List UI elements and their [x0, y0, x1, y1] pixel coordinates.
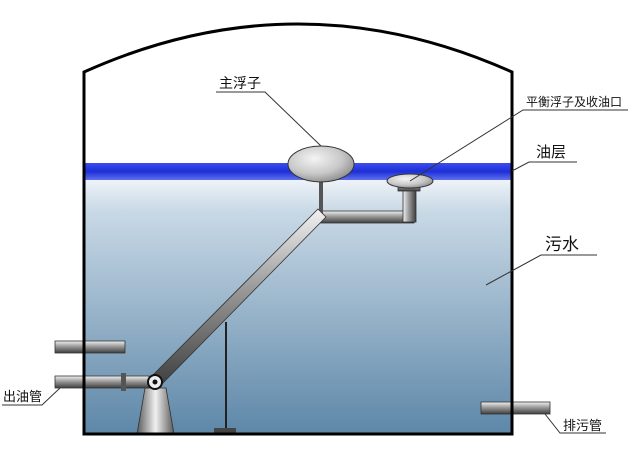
pivot-pin — [152, 379, 158, 385]
tank-outline — [82, 22, 514, 436]
collector-horizontal-pipe — [319, 210, 415, 224]
upper-side-pipe — [54, 340, 126, 354]
oil-outlet-flange — [121, 373, 126, 391]
label-oil-outlet: 出油管 — [3, 390, 42, 405]
leader-sewage — [485, 254, 597, 286]
collector-riser-pipe — [402, 187, 417, 223]
rod-base — [214, 428, 236, 434]
oil-outlet-pipe — [54, 375, 150, 389]
label-oil-layer: 油层 — [536, 143, 566, 161]
leader-main-float — [216, 91, 322, 147]
label-drain: 排污管 — [563, 419, 602, 434]
label-sewage: 污水 — [545, 235, 579, 255]
leader-drain — [544, 413, 606, 434]
label-main-float: 主浮子 — [219, 76, 261, 92]
leader-oil-outlet — [2, 387, 61, 406]
float-stem — [319, 180, 323, 220]
main-float-icon — [287, 145, 355, 183]
leader-oil-layer — [511, 161, 577, 172]
leader-balance-float — [409, 109, 628, 182]
drain-pipe — [480, 401, 551, 415]
label-balance-float: 平衡浮子及收油口 — [526, 95, 622, 109]
